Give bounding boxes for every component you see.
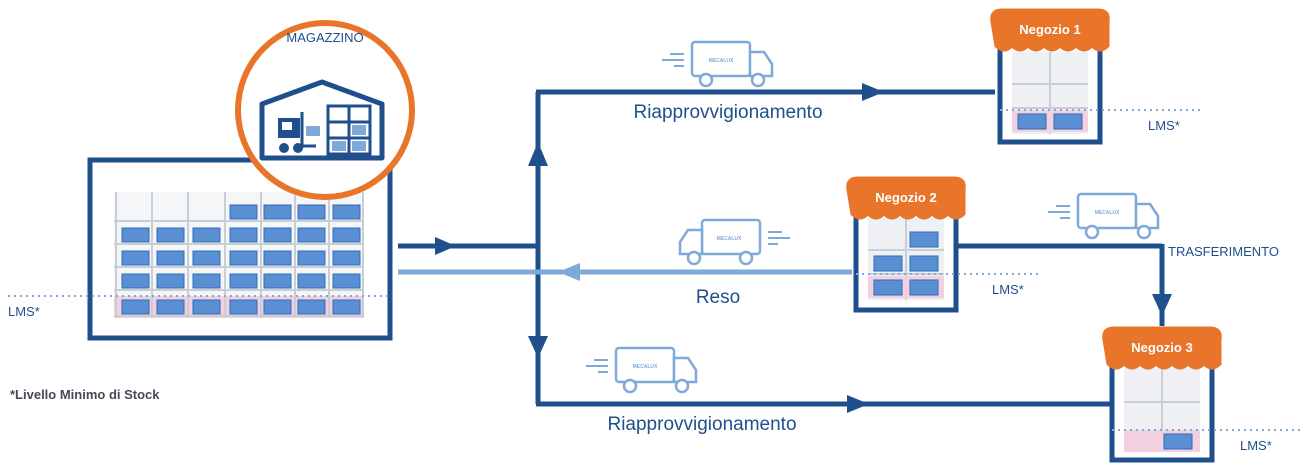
truck-brand-label: MECALUX bbox=[633, 364, 658, 370]
truck-brand-label: MECALUX bbox=[1095, 210, 1120, 216]
store-1-awning bbox=[990, 8, 1110, 52]
arrow-right-icon bbox=[847, 395, 869, 413]
warehouse: LMS* MAGAZZINO bbox=[8, 20, 415, 341]
arrow-right-icon bbox=[862, 83, 884, 101]
truck-brand-label: MECALUX bbox=[709, 58, 734, 64]
shelving-icon bbox=[326, 104, 372, 156]
truck-icon: MECALUX bbox=[586, 346, 698, 394]
store-3-lms-label: LMS* bbox=[1240, 438, 1272, 453]
store-2-lms-label: LMS* bbox=[992, 282, 1024, 297]
forklift-icon bbox=[278, 112, 320, 153]
store-3: LMS* Negozio 3 bbox=[1102, 326, 1300, 463]
store-1: LMS* Negozio 1 bbox=[990, 8, 1200, 145]
store-3-name: Negozio 3 bbox=[1131, 340, 1192, 355]
store-2-awning bbox=[846, 176, 966, 220]
footnote: *Livello Minimo di Stock bbox=[10, 387, 160, 402]
store-1-lms-label: LMS* bbox=[1148, 118, 1180, 133]
store-1-name: Negozio 1 bbox=[1019, 22, 1080, 37]
truck-icon: MECALUX bbox=[662, 40, 774, 88]
arrow-right-icon bbox=[435, 237, 456, 255]
store-2-name: Negozio 2 bbox=[875, 190, 936, 205]
store-2: LMS* Negozio 2 bbox=[846, 176, 1040, 313]
store-3-awning bbox=[1102, 326, 1222, 370]
truck-icon: MECALUX bbox=[1048, 192, 1160, 240]
restock-top-label: Riapprovvigionamento bbox=[633, 102, 822, 123]
flow-lines bbox=[398, 83, 1172, 413]
truck-brand-label: MECALUX bbox=[717, 236, 742, 242]
warehouse-racks bbox=[114, 192, 364, 318]
warehouse-lms-label: LMS* bbox=[8, 304, 40, 319]
arrow-down-icon bbox=[528, 336, 548, 358]
arrow-up-icon bbox=[528, 142, 548, 166]
truck-icon bbox=[678, 218, 790, 266]
return-label: Reso bbox=[696, 287, 740, 308]
arrow-down-icon bbox=[1152, 294, 1172, 316]
transfer-label: TRASFERIMENTO bbox=[1168, 244, 1279, 259]
restock-bottom-label: Riapprovvigionamento bbox=[607, 414, 796, 435]
warehouse-icon bbox=[235, 20, 415, 200]
arrow-left-icon bbox=[558, 263, 580, 281]
warehouse-label: MAGAZZINO bbox=[286, 30, 363, 45]
